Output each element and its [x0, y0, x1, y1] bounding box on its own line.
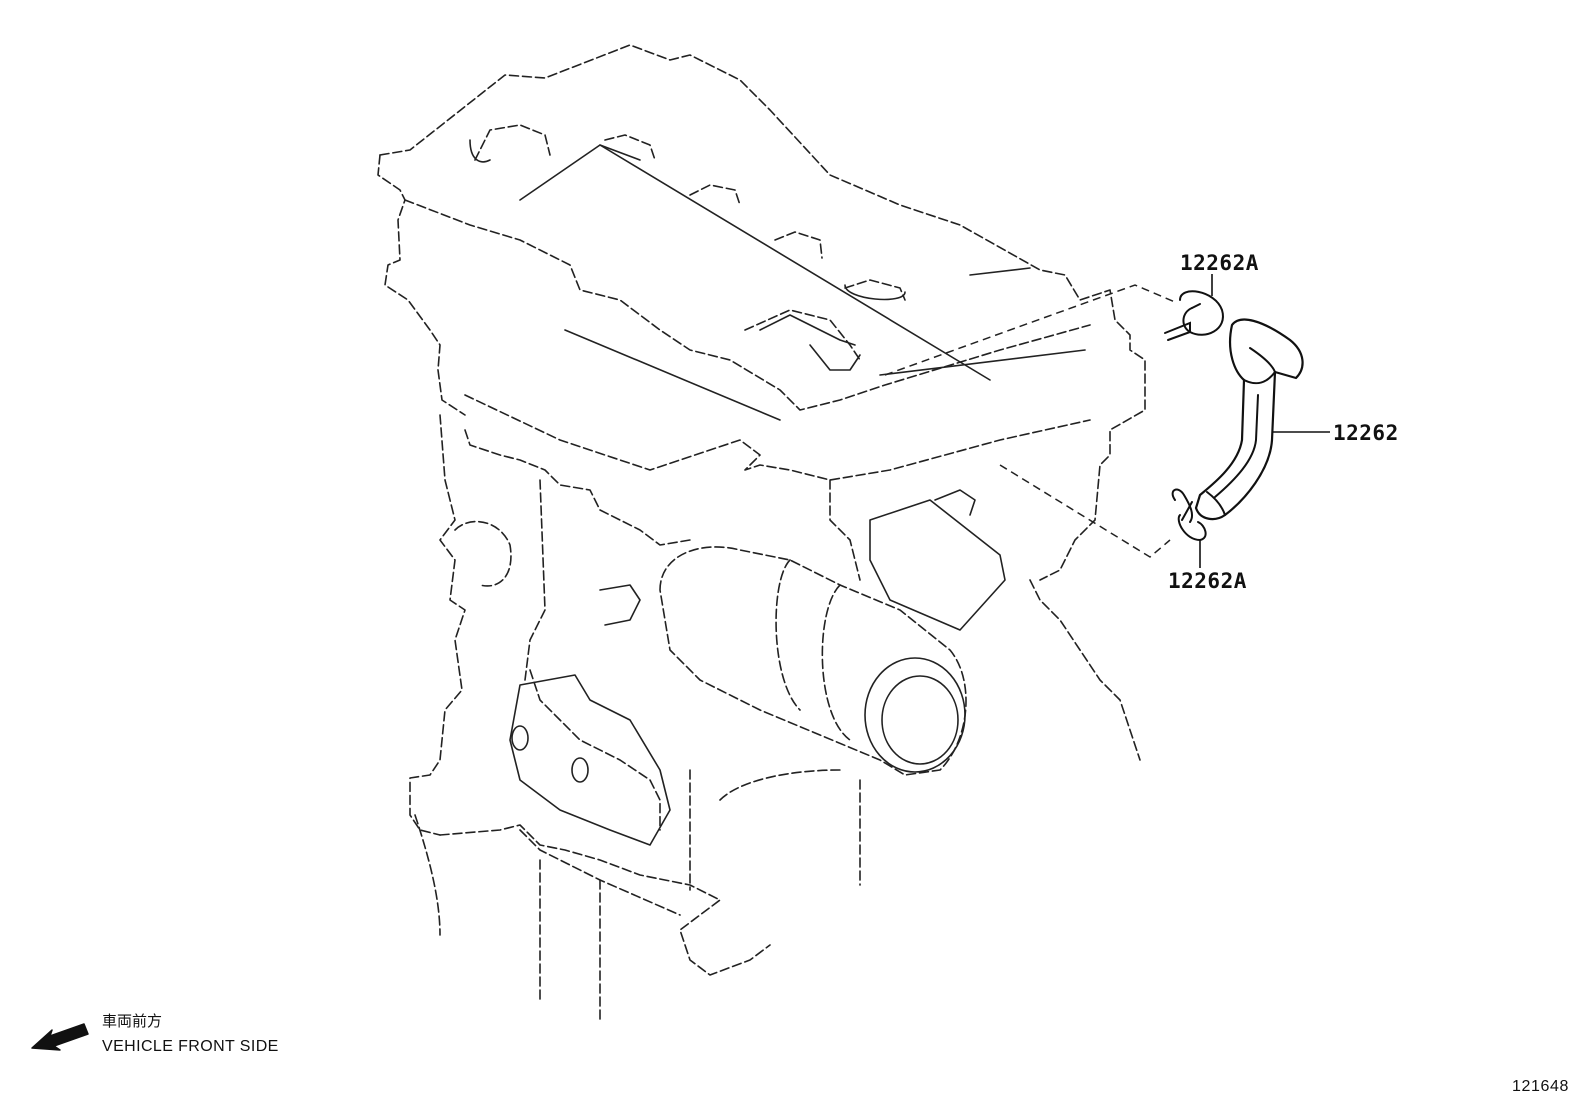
leader-lines	[884, 284, 1176, 558]
arrow-left-down-icon	[31, 1023, 89, 1051]
caption-japanese: 車両前方	[102, 1012, 162, 1030]
hose	[1194, 318, 1304, 521]
callout-leaders	[1199, 274, 1330, 568]
front-direction-indicator: 車両前方 VEHICLE FRONT SIDE	[31, 1012, 279, 1055]
diagram-number: 121648	[1512, 1078, 1569, 1095]
label-clamp-upper[interactable]: 12262A	[1180, 251, 1259, 275]
label-hose[interactable]: 12262	[1333, 421, 1399, 445]
engine-detail-lines	[469, 139, 1086, 421]
throttle-body-outline	[454, 489, 1006, 846]
label-clamp-lower[interactable]: 12262A	[1168, 569, 1247, 593]
engine-outline	[377, 44, 1146, 1021]
clamp-upper	[1164, 290, 1224, 341]
caption-english: VEHICLE FRONT SIDE	[102, 1038, 279, 1055]
